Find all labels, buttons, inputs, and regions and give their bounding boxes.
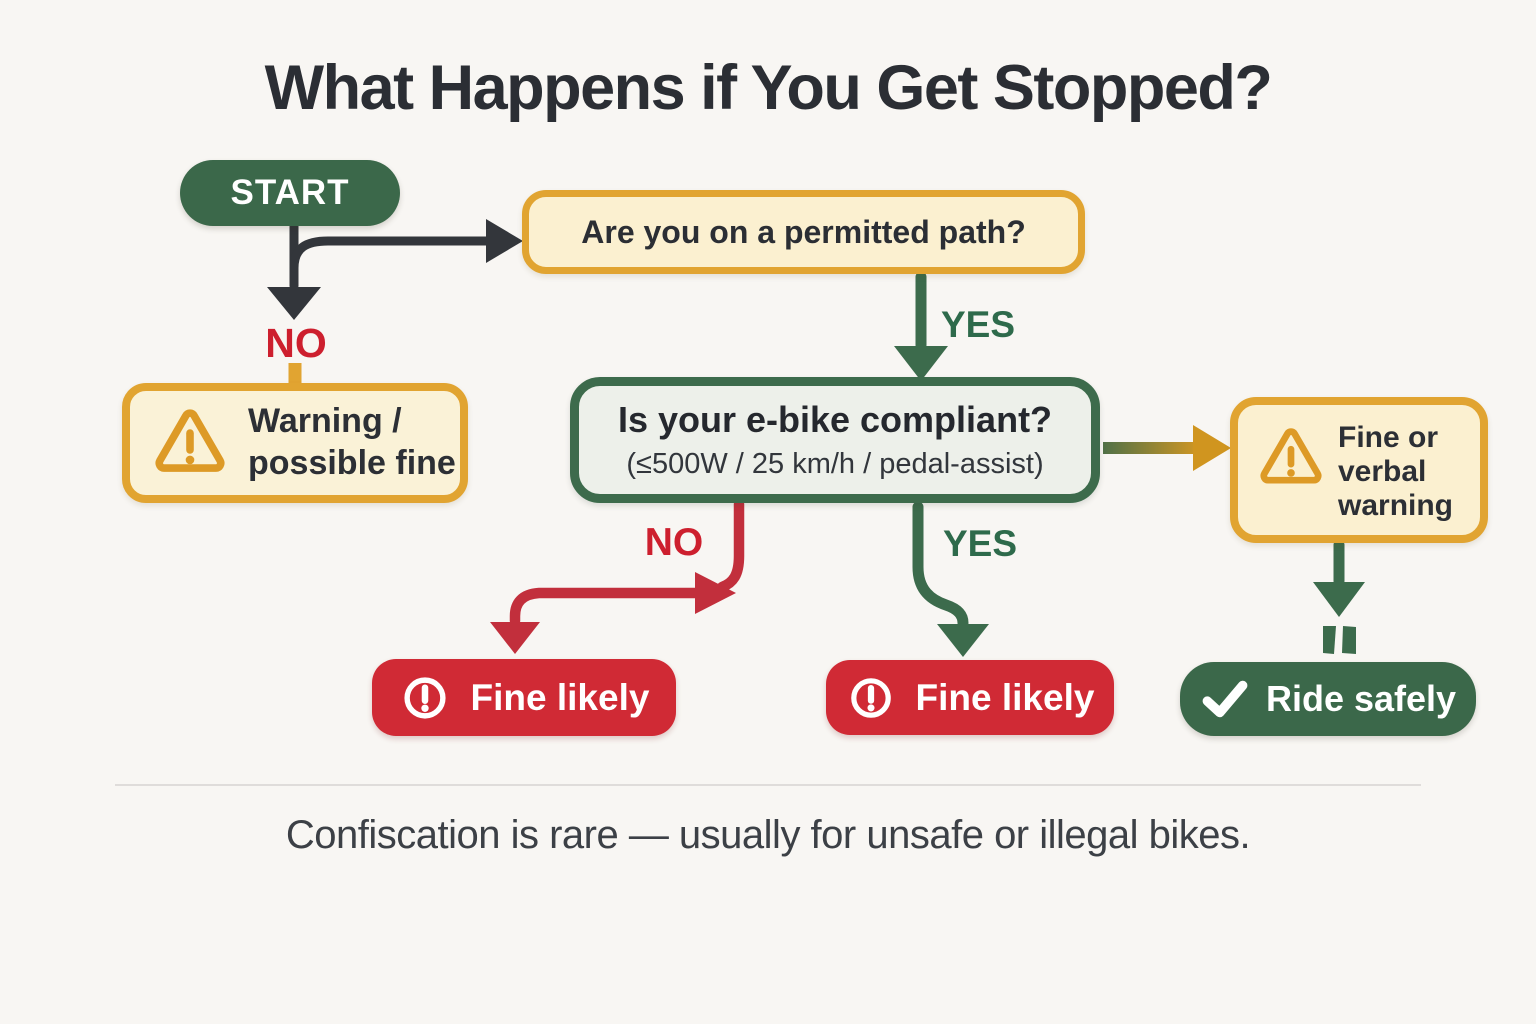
edge-label-path-yes: YES — [941, 304, 1016, 345]
arrowhead-no-down-icon — [490, 622, 540, 654]
fine-or-verbal-warning-node: Fine or verbal warning — [1230, 397, 1488, 543]
connector-compliant-no-drop — [716, 498, 745, 593]
connector-compliant-no-branch — [509, 587, 701, 627]
compliant-question: Is your e-bike compliant? — [617, 399, 1053, 440]
verbal-line-2: verbal — [1338, 455, 1427, 488]
fine-likely-middle-node: Fine likely — [826, 660, 1114, 735]
page-title: What Happens if You Get Stopped? — [264, 53, 1273, 123]
ride-safely-label: Ride safely — [1265, 678, 1457, 719]
edge-label-compliant-no: NO — [644, 521, 704, 564]
warning-line-2: possible fine — [248, 444, 456, 482]
pause-bar-left-icon — [1323, 626, 1336, 654]
fine-likely-left-label: Fine likely — [470, 676, 650, 718]
footer-note: Confiscation is rare — usually for unsaf… — [285, 813, 1251, 857]
verbal-node-text: Fine or verbal warning — [1338, 421, 1453, 523]
fine-likely-left-node: Fine likely — [372, 659, 676, 736]
warning-triangle-icon — [155, 409, 225, 472]
compliant-question-node: Is your e-bike compliant? (≤500W / 25 km… — [570, 377, 1100, 503]
pause-bar-right-icon — [1342, 626, 1356, 654]
warning-node-text: Warning / possible fine — [248, 401, 456, 485]
arrowhead-verbal-down-icon — [1313, 582, 1365, 617]
arrowhead-permitted-yes-icon — [894, 346, 948, 381]
verbal-line-1: Fine or — [1338, 421, 1439, 454]
warning-line-1: Warning / — [248, 402, 402, 441]
warning-possible-fine-node: Warning / possible fine — [122, 383, 468, 503]
edge-label-compliant-yes: YES — [943, 523, 1018, 564]
fine-likely-middle-label: Fine likely — [915, 676, 1095, 718]
compliant-criteria: (≤500W / 25 km/h / pedal-assist) — [626, 448, 1044, 480]
verbal-line-3: warning — [1338, 489, 1454, 522]
footer-divider — [115, 784, 1421, 786]
alert-circle-icon — [850, 677, 891, 718]
edge-label-path-no: NO — [265, 320, 327, 366]
ride-safely-node: Ride safely — [1180, 662, 1476, 736]
arrowhead-verbal-icon — [1193, 425, 1231, 471]
check-icon — [1202, 680, 1248, 718]
arrowhead-start-to-permitted-icon — [486, 219, 523, 263]
permitted-path-question-node: Are you on a permitted path? — [522, 190, 1085, 274]
permitted-path-question: Are you on a permitted path? — [581, 213, 1026, 250]
alert-circle-icon — [403, 676, 446, 719]
start-label: START — [230, 173, 350, 212]
warning-triangle-icon — [1260, 428, 1322, 484]
connector-start-to-permitted — [289, 236, 491, 273]
arrowhead-no-right-icon — [695, 572, 736, 614]
arrowhead-start-down-icon — [267, 287, 321, 320]
start-node: START — [180, 160, 400, 226]
arrowhead-compliant-yes-icon — [937, 624, 989, 657]
